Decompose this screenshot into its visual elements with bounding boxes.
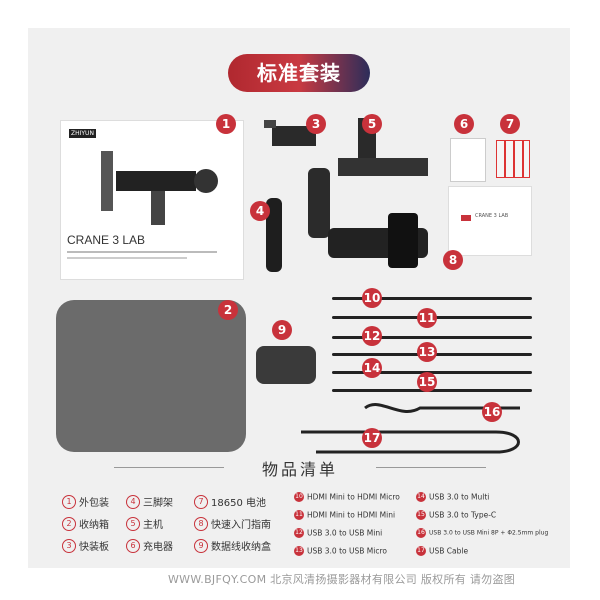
battery xyxy=(496,140,505,178)
list-label: 外包装 xyxy=(79,498,109,509)
list-label: USB 3.0 to Multi xyxy=(429,492,490,502)
guide-logo xyxy=(461,215,471,221)
badge-5: 5 xyxy=(362,114,382,134)
list-num: 17 xyxy=(416,546,426,556)
box-fineprint xyxy=(67,251,217,253)
list-label: 三脚架 xyxy=(143,498,173,509)
badge-3: 3 xyxy=(306,114,326,134)
list-label: 快速入门指南 xyxy=(211,520,271,531)
list-label: USB 3.0 to USB Mini 8P + Φ2.5mm plug xyxy=(429,529,549,537)
list-label: USB 3.0 to USB Micro xyxy=(307,546,387,556)
badge-11: 11 xyxy=(417,308,437,328)
badge-4: 4 xyxy=(250,201,270,221)
divider-right xyxy=(376,467,486,468)
list-num: 6 xyxy=(126,538,140,553)
quick-start-guide-image: CRANE 3 LAB xyxy=(448,186,532,256)
tripod-image xyxy=(266,198,282,272)
list-num: 14 xyxy=(416,492,426,502)
list-num: 16 xyxy=(416,528,426,538)
list-label: 快装板 xyxy=(79,542,109,553)
list-num: 13 xyxy=(294,546,304,556)
list-num: 11 xyxy=(294,510,304,520)
cable-usb-mini-8p-plug xyxy=(364,403,520,413)
list-label: 主机 xyxy=(143,520,163,531)
box-brand-label: ZHIYUN xyxy=(69,129,96,138)
box-fineprint-2 xyxy=(67,257,187,259)
badge-2: 2 xyxy=(218,300,238,320)
divider-left xyxy=(114,467,224,468)
badge-13: 13 xyxy=(417,342,437,362)
gimbal-illustration xyxy=(101,151,218,225)
list-num: 5 xyxy=(126,516,140,531)
gimbal-main-image xyxy=(308,118,428,268)
list-label: USB Cable xyxy=(429,546,469,556)
badge-7: 7 xyxy=(500,114,520,134)
charger-image xyxy=(450,138,486,182)
cable-hdmi-mini-micro xyxy=(332,297,532,300)
batteries-image xyxy=(494,140,530,180)
badge-9: 9 xyxy=(272,320,292,340)
badge-8: 8 xyxy=(443,250,463,270)
guide-title: CRANE 3 LAB xyxy=(475,213,509,219)
list-label: 数据线收纳盒 xyxy=(211,542,271,553)
list-label: USB 3.0 to Type-C xyxy=(429,510,497,520)
list-num: 12 xyxy=(294,528,304,538)
box-product-label: CRANE 3 LAB xyxy=(67,233,146,247)
cable-pouch-image xyxy=(256,346,316,384)
page-title: 标准套装 xyxy=(228,54,370,92)
list-label: USB 3.0 to USB Mini xyxy=(307,528,383,538)
list-num: 9 xyxy=(194,538,208,553)
list-label: 收纳箱 xyxy=(79,520,109,531)
battery xyxy=(514,140,523,178)
list-num: 15 xyxy=(416,510,426,520)
list-num: 3 xyxy=(62,538,76,553)
badge-6: 6 xyxy=(454,114,474,134)
list-num: 8 xyxy=(194,516,208,531)
quick-release-plate-image xyxy=(264,120,316,146)
list-num: 1 xyxy=(62,494,76,509)
cable-usb-mini xyxy=(332,336,532,339)
badge-17: 17 xyxy=(362,428,382,448)
list-label: HDMI Mini to HDMI Mini xyxy=(307,510,396,520)
badge-16: 16 xyxy=(482,402,502,422)
list-title: 物品清单 xyxy=(261,460,338,479)
cable-usb xyxy=(301,430,520,454)
list-num: 10 xyxy=(294,492,304,502)
battery xyxy=(523,140,530,178)
list-label: 18650 电池 xyxy=(211,498,266,509)
badge-12: 12 xyxy=(362,326,382,346)
badge-14: 14 xyxy=(362,358,382,378)
carrying-case-image xyxy=(56,300,246,452)
outer-box-image: ZHIYUN CRANE 3 LAB xyxy=(60,120,244,280)
battery xyxy=(505,140,514,178)
badge-15: 15 xyxy=(417,372,437,392)
watermark: WWW.BJFQY.COM 北京风清扬摄影器材有限公司 版权所有 请勿盗图 xyxy=(168,573,516,586)
badge-10: 10 xyxy=(362,288,382,308)
list-label: HDMI Mini to HDMI Micro xyxy=(307,492,400,502)
list-num: 4 xyxy=(126,494,140,509)
list-label: 充电器 xyxy=(143,542,173,553)
list-num: 7 xyxy=(194,494,208,509)
badge-1: 1 xyxy=(216,114,236,134)
list-num: 2 xyxy=(62,516,76,531)
